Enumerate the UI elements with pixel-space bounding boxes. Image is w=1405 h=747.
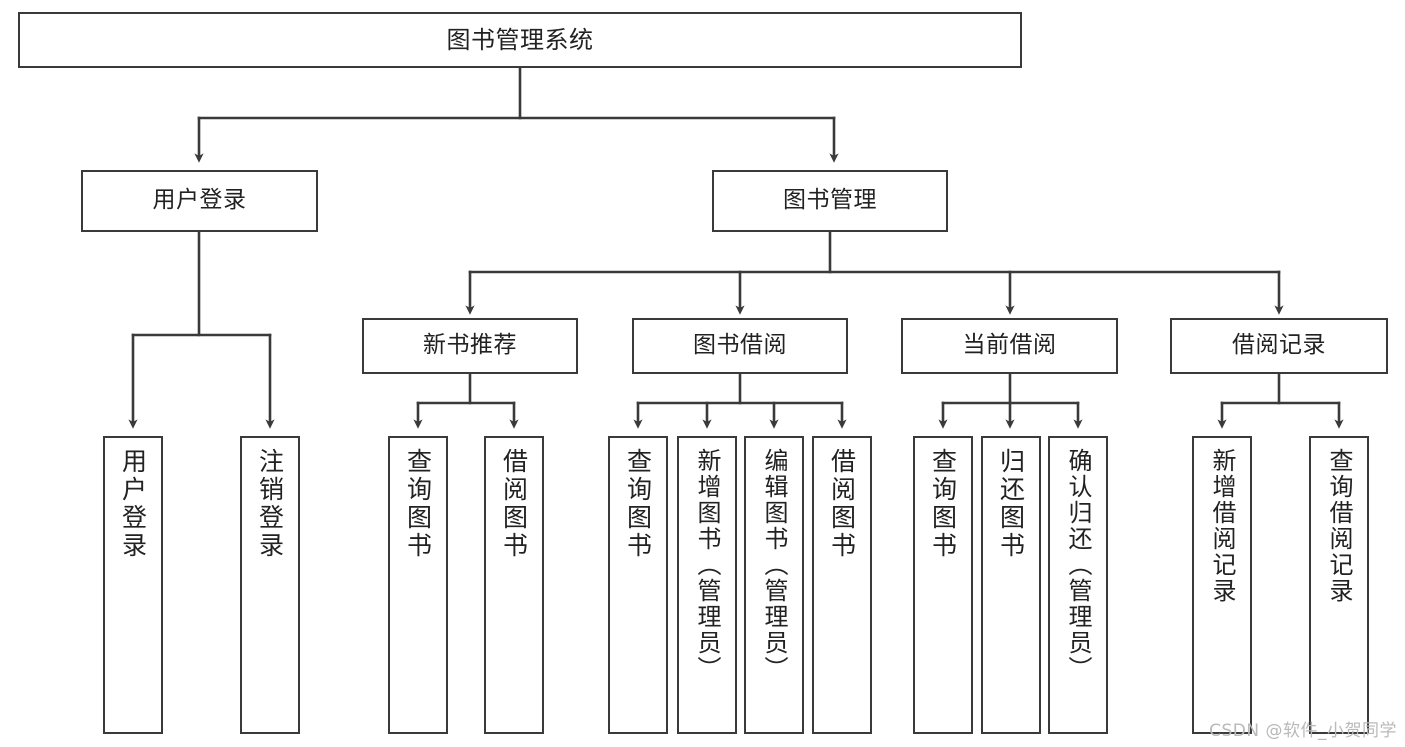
- leaf-current-confirm-return-admin[interactable]: 确认归还（管理员）: [1048, 436, 1108, 734]
- leaf-current-return-book[interactable]: 归还图书: [981, 436, 1041, 734]
- node-label: 编辑图书（管理员）: [760, 448, 788, 682]
- leaf-borrow-query-book[interactable]: 查询图书: [608, 436, 668, 734]
- node-book-management[interactable]: 图书管理: [712, 170, 948, 232]
- node-label: 借阅记录: [1232, 332, 1326, 359]
- leaf-borrow-edit-book-admin[interactable]: 编辑图书（管理员）: [744, 436, 804, 734]
- node-label: 借阅图书: [827, 448, 857, 560]
- node-label: 查询图书: [403, 448, 433, 560]
- node-book-borrow[interactable]: 图书借阅: [632, 318, 848, 374]
- leaf-user-login-logout[interactable]: 注销登录: [240, 436, 300, 734]
- node-label: 图书借阅: [693, 332, 787, 359]
- leaf-borrow-add-book-admin[interactable]: 新增图书（管理员）: [677, 436, 737, 734]
- leaf-borrow-borrow-book[interactable]: 借阅图书: [812, 436, 872, 734]
- leaf-records-query-record[interactable]: 查询借阅记录: [1309, 436, 1369, 734]
- leaf-current-query-book[interactable]: 查询图书: [913, 436, 973, 734]
- node-borrow-records[interactable]: 借阅记录: [1170, 318, 1388, 374]
- node-label: 新增图书（管理员）: [693, 448, 721, 682]
- leaf-recommend-query-book[interactable]: 查询图书: [388, 436, 448, 734]
- node-label: 新增借阅记录: [1208, 448, 1236, 604]
- node-label: 注销登录: [255, 448, 285, 560]
- node-label: 图书管理: [783, 187, 877, 214]
- node-root-system[interactable]: 图书管理系统: [18, 12, 1022, 68]
- node-label: 当前借阅: [962, 332, 1057, 359]
- leaf-recommend-borrow-book[interactable]: 借阅图书: [484, 436, 544, 734]
- node-label: 用户登录: [152, 187, 247, 214]
- node-label: 新书推荐: [423, 332, 517, 359]
- watermark-text: CSDN @软件_小贺同学: [1209, 721, 1397, 741]
- node-user-login[interactable]: 用户登录: [81, 170, 318, 232]
- leaf-records-add-record[interactable]: 新增借阅记录: [1192, 436, 1252, 734]
- node-label: 查询图书: [928, 448, 958, 560]
- node-label: 借阅图书: [499, 448, 529, 560]
- node-label: 确认归还（管理员）: [1064, 448, 1092, 682]
- leaf-user-login-login[interactable]: 用户登录: [103, 436, 163, 734]
- node-label: 用户登录: [118, 448, 148, 560]
- node-current-borrow[interactable]: 当前借阅: [901, 318, 1118, 374]
- node-label: 查询借阅记录: [1325, 448, 1353, 604]
- node-label: 查询图书: [623, 448, 653, 560]
- node-label: 图书管理系统: [446, 25, 594, 54]
- node-new-book-recommend[interactable]: 新书推荐: [362, 318, 578, 374]
- node-label: 归还图书: [996, 448, 1026, 560]
